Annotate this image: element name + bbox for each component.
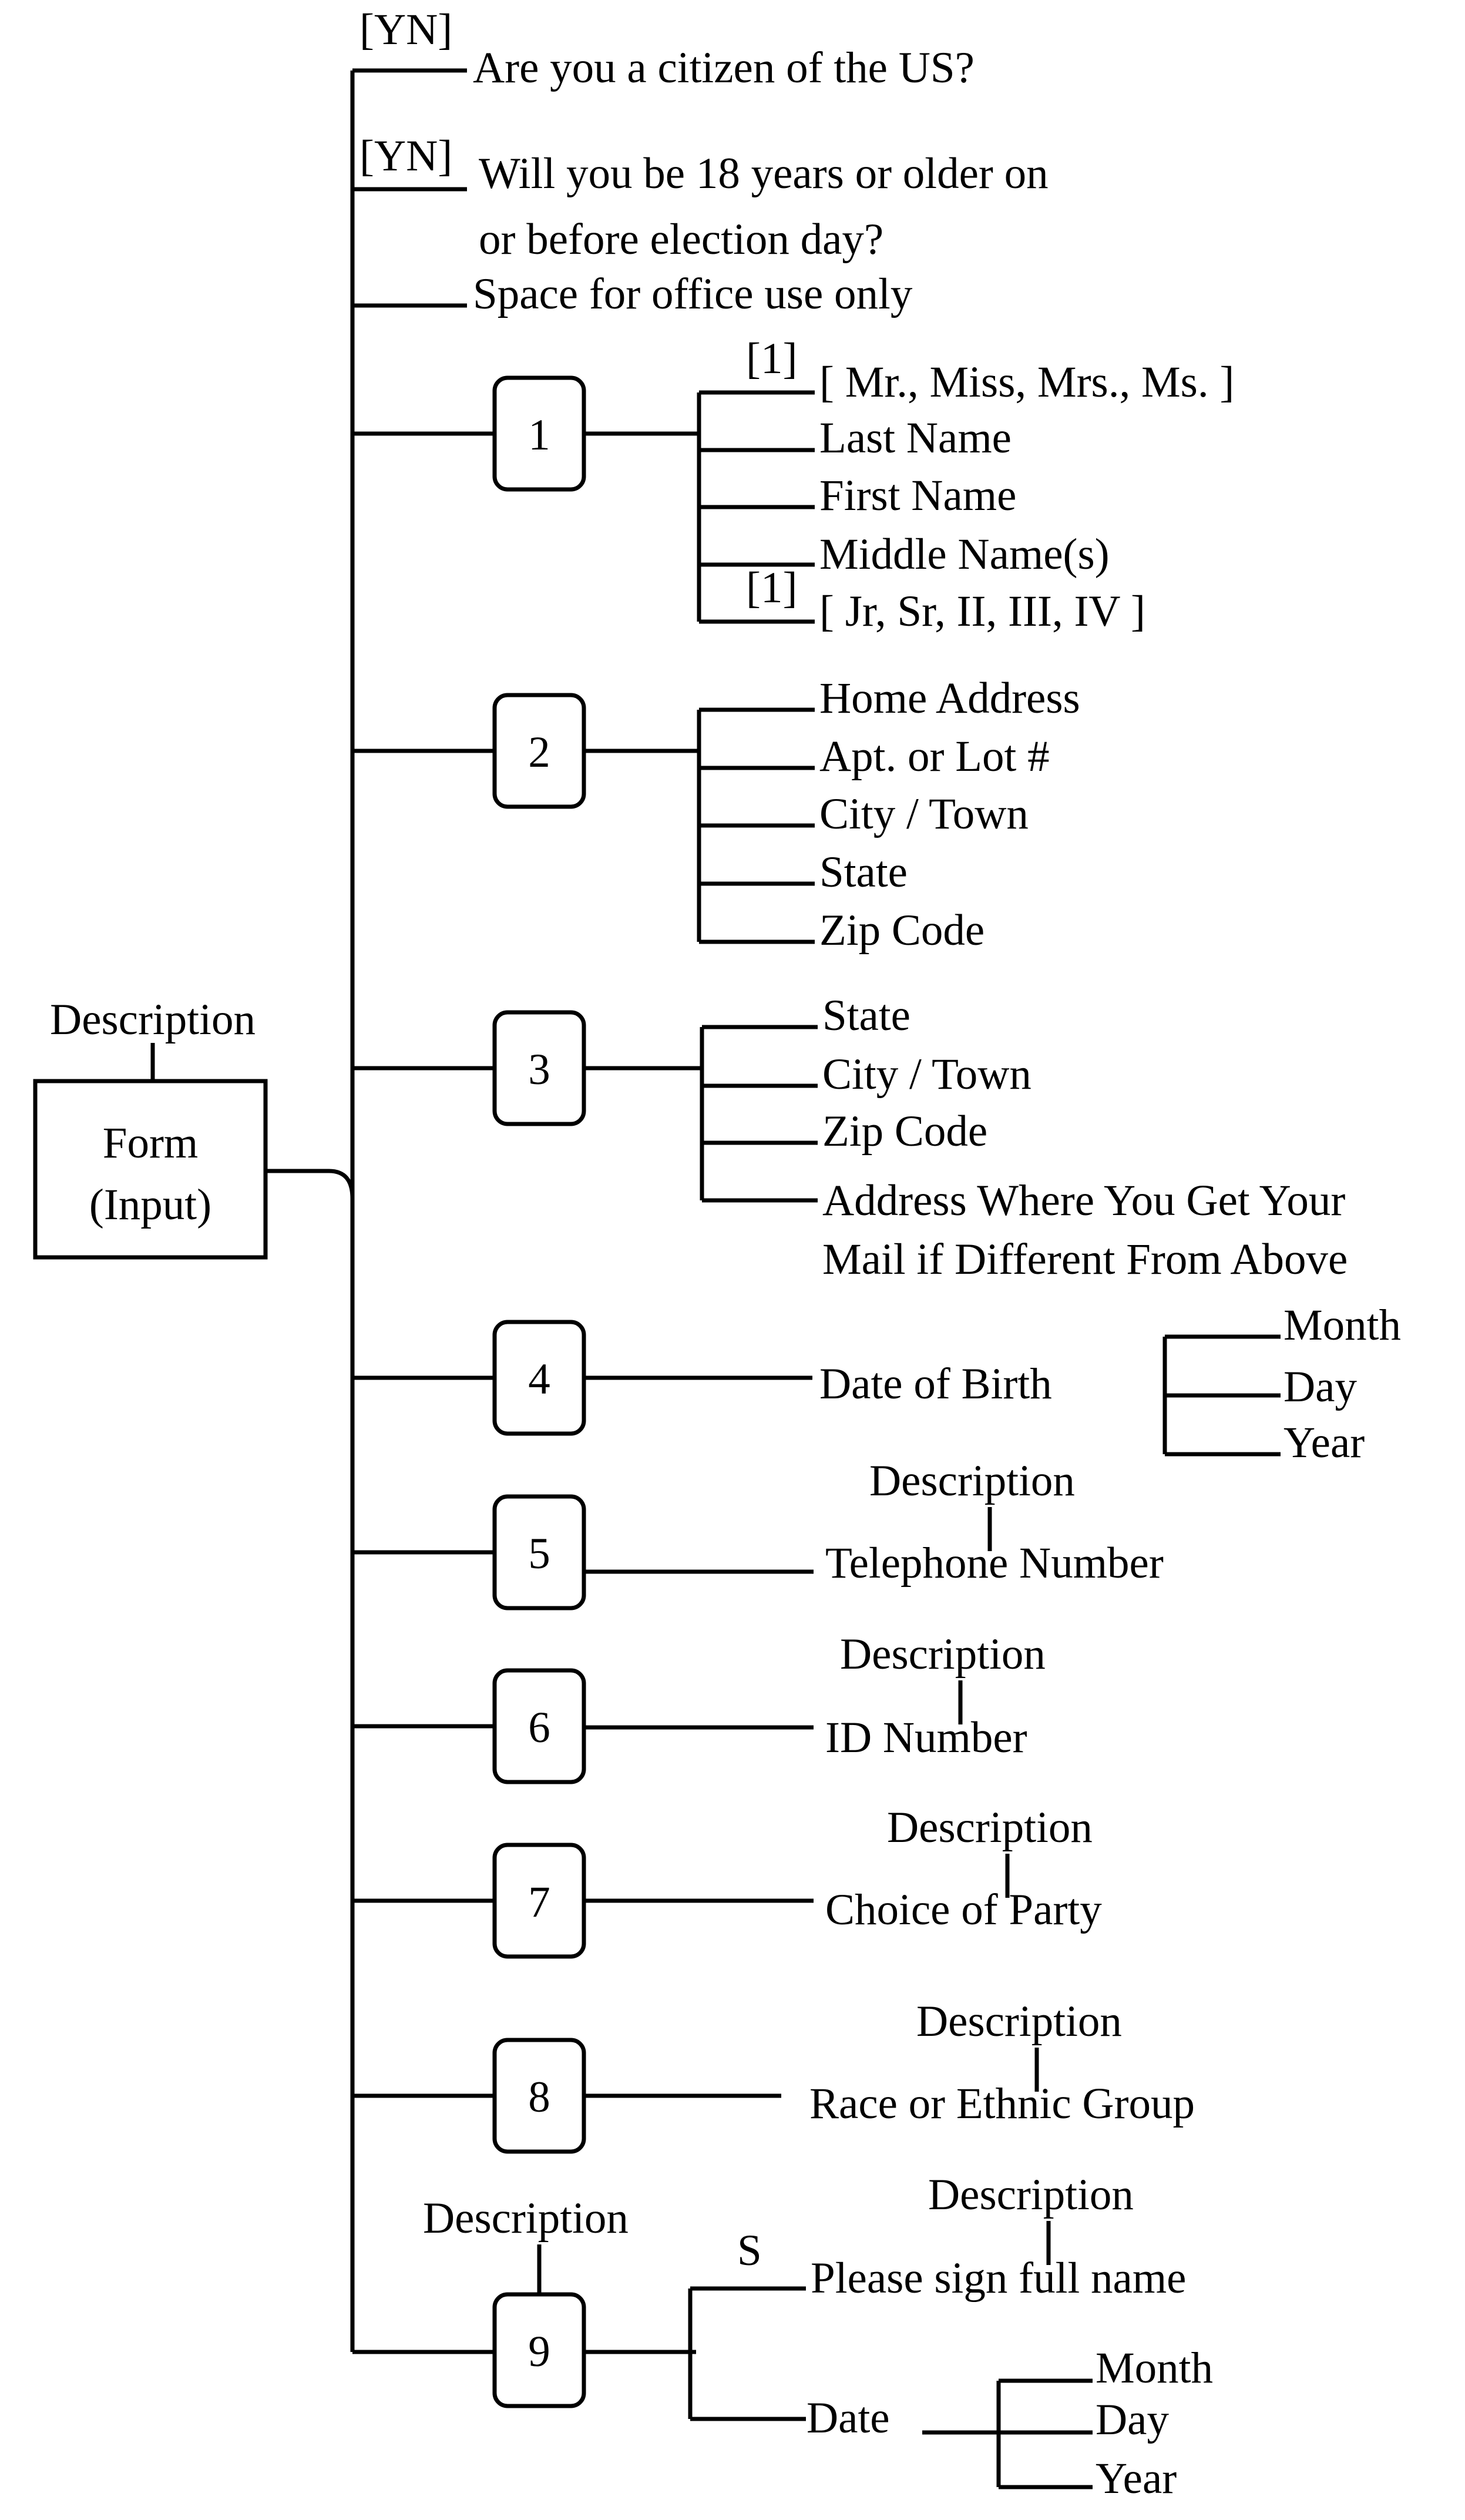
- root-label-line1: Form: [103, 1119, 199, 1167]
- top-item-citizen: [YN] Are you a citizen of the US?: [352, 5, 975, 92]
- section-1: 1 [1] [ Mr., Miss, Mrs., Ms. ] Last Name…: [352, 334, 1234, 636]
- date-of-birth-field: Date of Birth: [819, 1360, 1052, 1408]
- apt-lot-field: Apt. or Lot #: [819, 732, 1050, 781]
- mail-address-line2: Mail if Different From Above: [822, 1235, 1348, 1284]
- section-8: 8 Description Race or Ethnic Group: [352, 1997, 1195, 2154]
- yn-marker: [YN]: [359, 5, 452, 54]
- state-field: State: [822, 991, 910, 1040]
- section-number-4: 4: [528, 1355, 550, 1404]
- section-number-9: 9: [528, 2327, 550, 2376]
- telephone-number-field: Telephone Number: [825, 1539, 1164, 1588]
- section-number-6: 6: [528, 1703, 550, 1752]
- office-use-label: Space for office use only: [473, 270, 913, 318]
- year-field: Year: [1283, 1418, 1365, 1467]
- choice-of-party-field: Choice of Party: [825, 1885, 1102, 1934]
- root-box: [33, 1079, 268, 1260]
- one-marker: [1]: [746, 334, 797, 383]
- city-town-field: City / Town: [819, 790, 1029, 838]
- zip-code-field: Zip Code: [819, 906, 984, 955]
- day-field: Day: [1283, 1363, 1357, 1411]
- section-number-3: 3: [528, 1045, 550, 1094]
- one-marker: [1]: [746, 563, 797, 612]
- yn-marker: [YN]: [359, 132, 452, 180]
- description-label: Description: [869, 1457, 1075, 1505]
- state-field: State: [819, 848, 908, 897]
- home-address-field: Home Address: [819, 674, 1080, 723]
- root-description-label: Description: [50, 995, 256, 1044]
- root-label-line2: (Input): [89, 1180, 211, 1229]
- section-4: 4 Date of Birth Month Day Year: [352, 1301, 1401, 1467]
- signature-date-field: Date: [807, 2394, 890, 2442]
- last-name-field: Last Name: [819, 414, 1012, 462]
- day-field: Day: [1096, 2395, 1169, 2444]
- year-field: Year: [1096, 2454, 1177, 2503]
- s-marker: S: [737, 2226, 762, 2275]
- section-box-5: [492, 1494, 586, 1610]
- middle-name-field: Middle Name(s): [819, 530, 1110, 579]
- section-number-7: 7: [528, 1878, 550, 1927]
- race-ethnic-group-field: Race or Ethnic Group: [809, 2079, 1195, 2128]
- age-question-line1: Will you be 18 years or older on: [479, 149, 1049, 198]
- root-to-trunk-connector: [266, 1169, 355, 1199]
- top-item-office: Space for office use only: [352, 270, 913, 318]
- section-7: 7 Description Choice of Party: [352, 1803, 1102, 1959]
- city-town-field: City / Town: [822, 1050, 1031, 1099]
- first-name-field: First Name: [819, 471, 1016, 520]
- section-number-2: 2: [528, 728, 550, 777]
- suffix-options: [ Jr, Sr, II, III, IV ]: [819, 587, 1145, 636]
- description-label: Description: [928, 2170, 1134, 2219]
- section-3: 3 State City / Town Zip Code Address Whe…: [352, 991, 1348, 1284]
- description-label: Description: [423, 2194, 629, 2243]
- description-label: Description: [840, 1630, 1046, 1679]
- section-number-1: 1: [528, 411, 550, 459]
- age-question-line2: or before election day?: [479, 215, 883, 264]
- month-field: Month: [1283, 1301, 1401, 1350]
- title-options: [ Mr., Miss, Mrs., Ms. ]: [819, 358, 1234, 407]
- section-number-5: 5: [528, 1529, 550, 1578]
- id-number-field: ID Number: [825, 1713, 1027, 1762]
- description-label: Description: [916, 1997, 1122, 2046]
- zip-code-field: Zip Code: [822, 1107, 987, 1156]
- section-9: Description 9 S Description Please sign …: [352, 2170, 1213, 2503]
- section-2: 2 Home Address Apt. or Lot # City / Town…: [352, 674, 1080, 955]
- section-6: 6 Description ID Number: [352, 1630, 1046, 1784]
- citizen-question: Are you a citizen of the US?: [473, 43, 975, 92]
- root-node: Description Form (Input): [33, 995, 355, 1260]
- month-field: Month: [1096, 2344, 1213, 2393]
- signature-field: Please sign full name: [811, 2254, 1186, 2303]
- section-number-8: 8: [528, 2073, 550, 2122]
- top-item-age: [YN] Will you be 18 years or older on or…: [352, 132, 1049, 264]
- mail-address-line1: Address Where You Get Your: [822, 1176, 1345, 1225]
- section-5: 5 Description Telephone Number: [352, 1457, 1164, 1610]
- description-label: Description: [887, 1803, 1093, 1852]
